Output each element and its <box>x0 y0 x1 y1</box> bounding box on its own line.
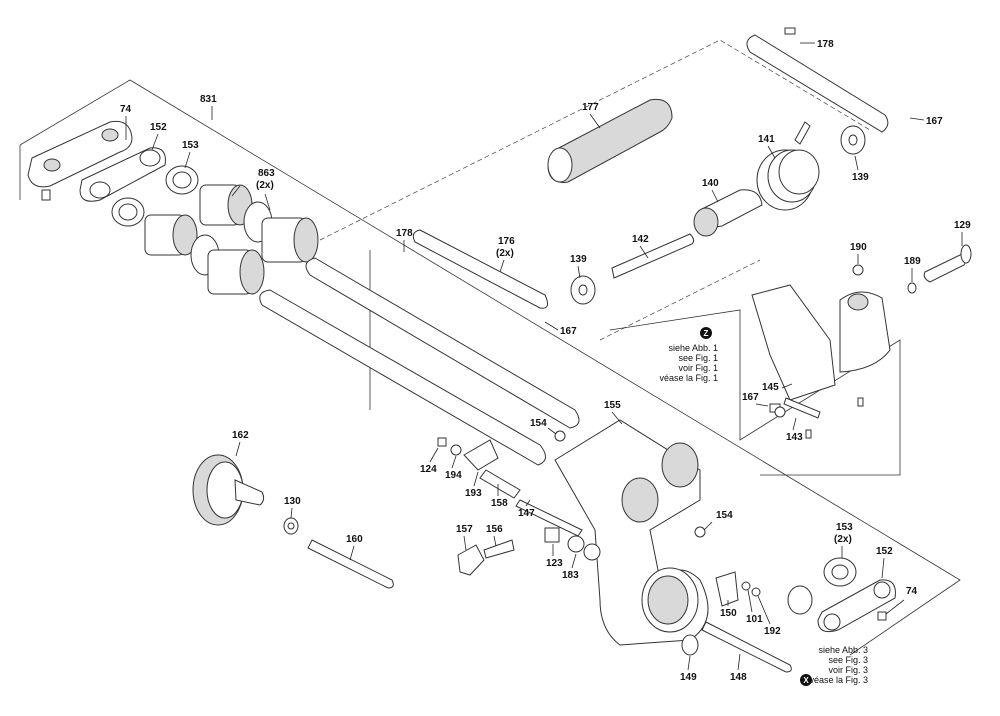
label-143: 143 <box>786 432 803 443</box>
guide-rods <box>259 257 580 466</box>
label-183: 183 <box>562 570 579 581</box>
label-74-right: 74 <box>906 586 918 597</box>
label-150: 150 <box>720 608 737 619</box>
washer-139-mid <box>570 275 596 305</box>
end-bracket-left <box>27 120 133 201</box>
label-157: 157 <box>456 524 473 535</box>
note-z-line-3: voir Fig. 1 <box>678 363 718 373</box>
label-149: 149 <box>680 672 697 683</box>
note-x-line-3: voir Fig. 3 <box>828 665 868 675</box>
label-167-top: 167 <box>926 116 943 127</box>
label-139-top: 139 <box>852 172 869 183</box>
label-153-right: 153 <box>836 522 853 533</box>
note-x-line-4: véase la Fig. 3 <box>809 675 868 685</box>
label-162: 162 <box>232 430 249 441</box>
label-189: 189 <box>904 256 921 267</box>
badge-z-icon <box>700 327 712 339</box>
end-bracket-right <box>787 557 896 633</box>
sleeve-140 <box>693 189 763 237</box>
label-192: 192 <box>764 626 781 637</box>
label-177: 177 <box>582 102 599 113</box>
label-142: 142 <box>632 234 649 245</box>
bolt-129 <box>923 244 972 283</box>
label-139-mid: 139 <box>570 254 587 265</box>
label-831: 831 <box>200 94 217 105</box>
label-193: 193 <box>465 488 482 499</box>
label-863: 863 <box>258 168 275 179</box>
rod-160 <box>307 539 394 589</box>
label-176-qty: (2x) <box>496 248 514 259</box>
washer-152-left <box>79 147 166 202</box>
label-141: 141 <box>758 134 775 145</box>
label-176: 176 <box>498 236 515 247</box>
label-178-mid: 178 <box>396 228 413 239</box>
pin-142 <box>611 233 695 279</box>
note-z-line-1: siehe Abb. 1 <box>668 343 718 353</box>
label-129: 129 <box>954 220 971 231</box>
label-160: 160 <box>346 534 363 545</box>
lever-176 <box>412 229 549 309</box>
bracket-145 <box>751 284 891 401</box>
badge-x-text: X <box>803 676 809 685</box>
knob-162 <box>192 454 265 526</box>
label-154-mid: 154 <box>716 510 733 521</box>
label-101: 101 <box>746 614 763 625</box>
ring-153-left <box>111 165 199 227</box>
label-155: 155 <box>604 400 621 411</box>
small-parts-upper-right <box>769 264 917 439</box>
label-153-right-qty: (2x) <box>834 534 852 545</box>
note-x-line-2: see Fig. 3 <box>828 655 868 665</box>
label-153-left: 153 <box>182 140 199 151</box>
badge-x-icon <box>800 674 812 686</box>
label-167-right: 167 <box>742 392 759 403</box>
label-124: 124 <box>420 464 437 475</box>
label-123: 123 <box>546 558 563 569</box>
washer-130 <box>283 517 299 535</box>
housing-155 <box>554 419 709 646</box>
assembly-frame-831 <box>19 79 961 656</box>
note-z-line-4: véase la Fig. 1 <box>659 373 718 383</box>
handle-bar-178 <box>746 27 889 133</box>
label-152-left: 152 <box>150 122 167 133</box>
reference-note-z: Z siehe Abb. 1 see Fig. 1 voir Fig. 1 vé… <box>659 327 718 383</box>
note-z-line-2: see Fig. 1 <box>678 353 718 363</box>
label-154-top: 154 <box>530 418 547 429</box>
label-156: 156 <box>486 524 503 535</box>
note-x-line-1: siehe Abb. 3 <box>818 645 868 655</box>
label-74-left: 74 <box>120 104 132 115</box>
spring-141 <box>756 121 820 211</box>
label-148: 148 <box>730 672 747 683</box>
label-140: 140 <box>702 178 719 189</box>
label-190: 190 <box>850 242 867 253</box>
label-167-mid: 167 <box>560 326 577 337</box>
label-152-right: 152 <box>876 546 893 557</box>
bushing-863-set <box>144 184 319 295</box>
label-194: 194 <box>445 470 462 481</box>
label-147: 147 <box>518 508 535 519</box>
handle-grip-177 <box>547 98 673 183</box>
label-145: 145 <box>762 382 779 393</box>
center-small-parts <box>437 430 792 673</box>
label-863-qty: (2x) <box>256 180 274 191</box>
part-labels: 831 74 152 153 863 (2x) 177 178 167 141 … <box>120 39 971 683</box>
reference-note-x: siehe Abb. 3 see Fig. 3 voir Fig. 3 X vé… <box>800 645 868 686</box>
label-158: 158 <box>491 498 508 509</box>
washer-139-upper <box>840 125 866 155</box>
label-178-top: 178 <box>817 39 834 50</box>
badge-z-text: Z <box>704 329 709 338</box>
label-130: 130 <box>284 496 301 507</box>
